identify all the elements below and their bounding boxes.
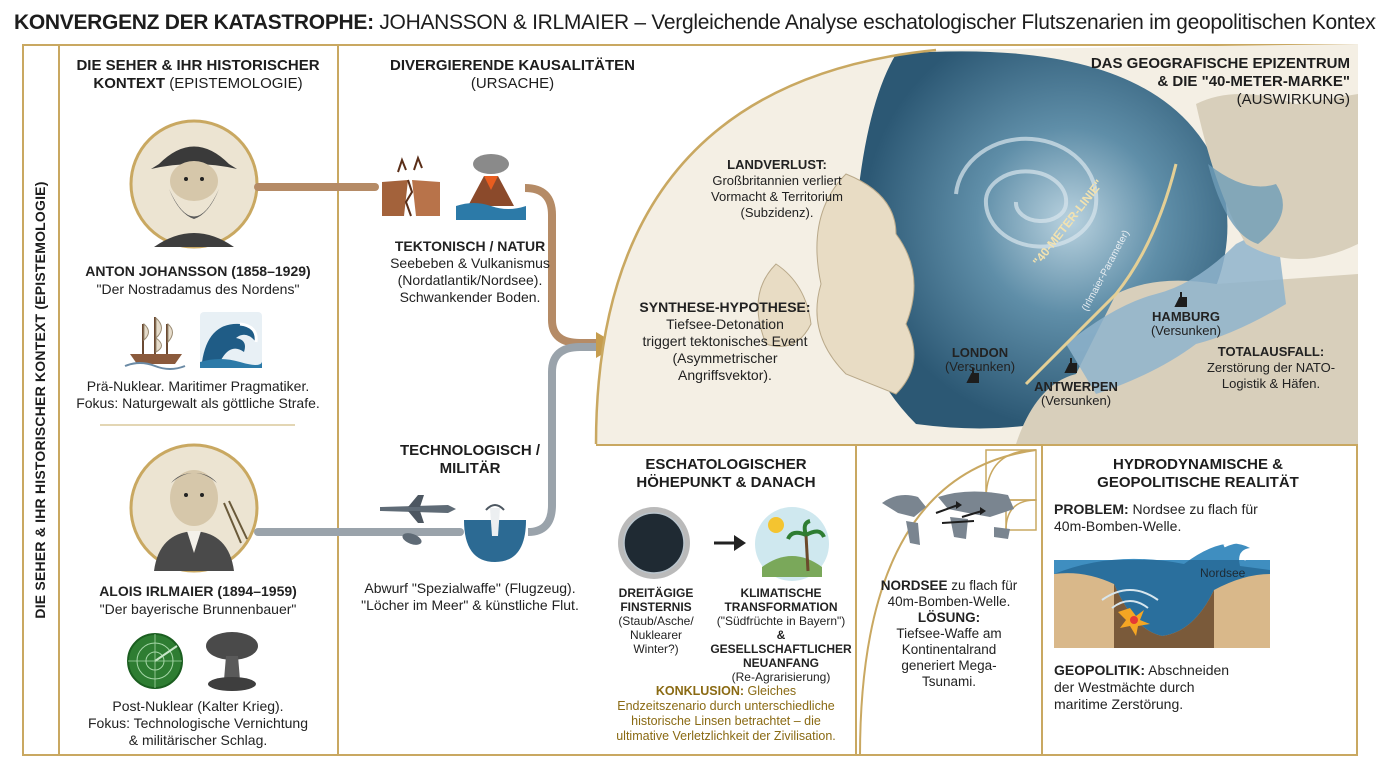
arrow-right-icon bbox=[714, 535, 746, 551]
tectonic-block: TEKTONISCH / NATUR Seebeben & Vulkanismu… bbox=[390, 238, 550, 305]
konklusion-block: KONKLUSION: Gleiches Endzeitszenario dur… bbox=[616, 684, 836, 743]
antwerpen-marker-icon bbox=[1064, 358, 1077, 373]
seabed-cross-section bbox=[1054, 540, 1270, 648]
volcano-icon bbox=[456, 154, 526, 220]
eclipse-icon bbox=[618, 507, 690, 579]
divider-seers bbox=[100, 424, 295, 426]
underwater-bomb-icon bbox=[464, 504, 526, 562]
hamburg-label: HAMBURG (Versunken) bbox=[1150, 309, 1222, 338]
col1-heading: DIE SEHER & IHR HISTORISCHER KONTEXT (EP… bbox=[76, 57, 320, 92]
klima-block: KLIMATISCHE TRANSFORMATION ("Südfrüchte … bbox=[710, 586, 852, 684]
golden-spiral-ornament bbox=[859, 449, 1037, 757]
map-heading: DAS GEOGRAFISCHE EPIZENTRUM & DIE "40-ME… bbox=[1090, 55, 1350, 108]
sailing-ship-icon bbox=[124, 316, 186, 370]
hydro-heading: HYDRODYNAMISCHE & GEOPOLITISCHE REALITÄT bbox=[1097, 456, 1299, 491]
tropical-landscape-icon bbox=[755, 507, 829, 581]
portrait-irlmaier bbox=[129, 443, 259, 573]
london-marker-icon bbox=[966, 368, 979, 383]
eschat-heading: ESCHATOLOGISCHER HÖHEPUNKT & DANACH bbox=[636, 456, 816, 491]
divider-nordsee bbox=[1041, 444, 1043, 756]
bomber-plane-icon bbox=[380, 495, 456, 545]
geopolitik-block: GEOPOLITIK: Abschneiden der Westmächte d… bbox=[1054, 662, 1230, 712]
johansson-name-block: ANTON JOHANSSON (1858–1929) "Der Nostrad… bbox=[85, 263, 311, 297]
divider-map-bottom bbox=[596, 444, 1358, 446]
irlmaier-name-block: ALOIS IRLMAIER (1894–1959) "Der bayerisc… bbox=[99, 583, 297, 617]
divider-col1 bbox=[337, 44, 339, 756]
london-label: LONDON (Versunken) bbox=[944, 345, 1016, 374]
ocean-wave-icon bbox=[200, 312, 262, 368]
nordsee-diagram-label: Nordsee bbox=[1200, 566, 1246, 580]
johansson-desc: Prä-Nuklear. Maritimer Pragmatiker. Foku… bbox=[76, 378, 320, 411]
epicenter-map bbox=[594, 44, 1358, 445]
mushroom-cloud-icon bbox=[206, 632, 258, 691]
nordsee-solution-block: NORDSEE zu flach für 40m-Bomben-Welle. L… bbox=[880, 578, 1018, 689]
divider-side bbox=[58, 44, 60, 756]
hamburg-marker-icon bbox=[1174, 292, 1187, 307]
landverlust-note: LANDVERLUST: Großbritannien verliert Vor… bbox=[711, 157, 843, 220]
problem-block: PROBLEM: Nordsee zu flach für 40m-Bomben… bbox=[1054, 501, 1258, 534]
earthquake-icon bbox=[382, 155, 440, 217]
world-map-icon bbox=[882, 491, 1014, 545]
divider-eschat bbox=[855, 444, 857, 756]
tech-block: Abwurf "Spezialwaffe" (Flugzeug). "Löche… bbox=[361, 580, 579, 613]
totalausfall-note: TOTALAUSFALL: Zerstörung der NATO- Logis… bbox=[1206, 344, 1336, 391]
irlmaier-desc: Post-Nuklear (Kalter Krieg). Fokus: Tech… bbox=[88, 698, 308, 748]
synthese-note: SYNTHESE-HYPOTHESE: Tiefsee-Detonation t… bbox=[639, 299, 811, 383]
antwerpen-label: ANTWERPEN (Versunken) bbox=[1034, 379, 1118, 408]
finsternis-block: DREITÄGIGE FINSTERNIS (Staub/Asche/ Nukl… bbox=[618, 586, 694, 656]
tech-heading: TECHNOLOGISCH / MILITÄR bbox=[399, 442, 540, 477]
radar-icon bbox=[127, 633, 183, 689]
page-title: KONVERGENZ DER KATASTROPHE: JOHANSSON & … bbox=[14, 11, 1376, 34]
col2-heading: DIVERGIERENDE KAUSALITÄTEN (URSACHE) bbox=[389, 57, 636, 92]
